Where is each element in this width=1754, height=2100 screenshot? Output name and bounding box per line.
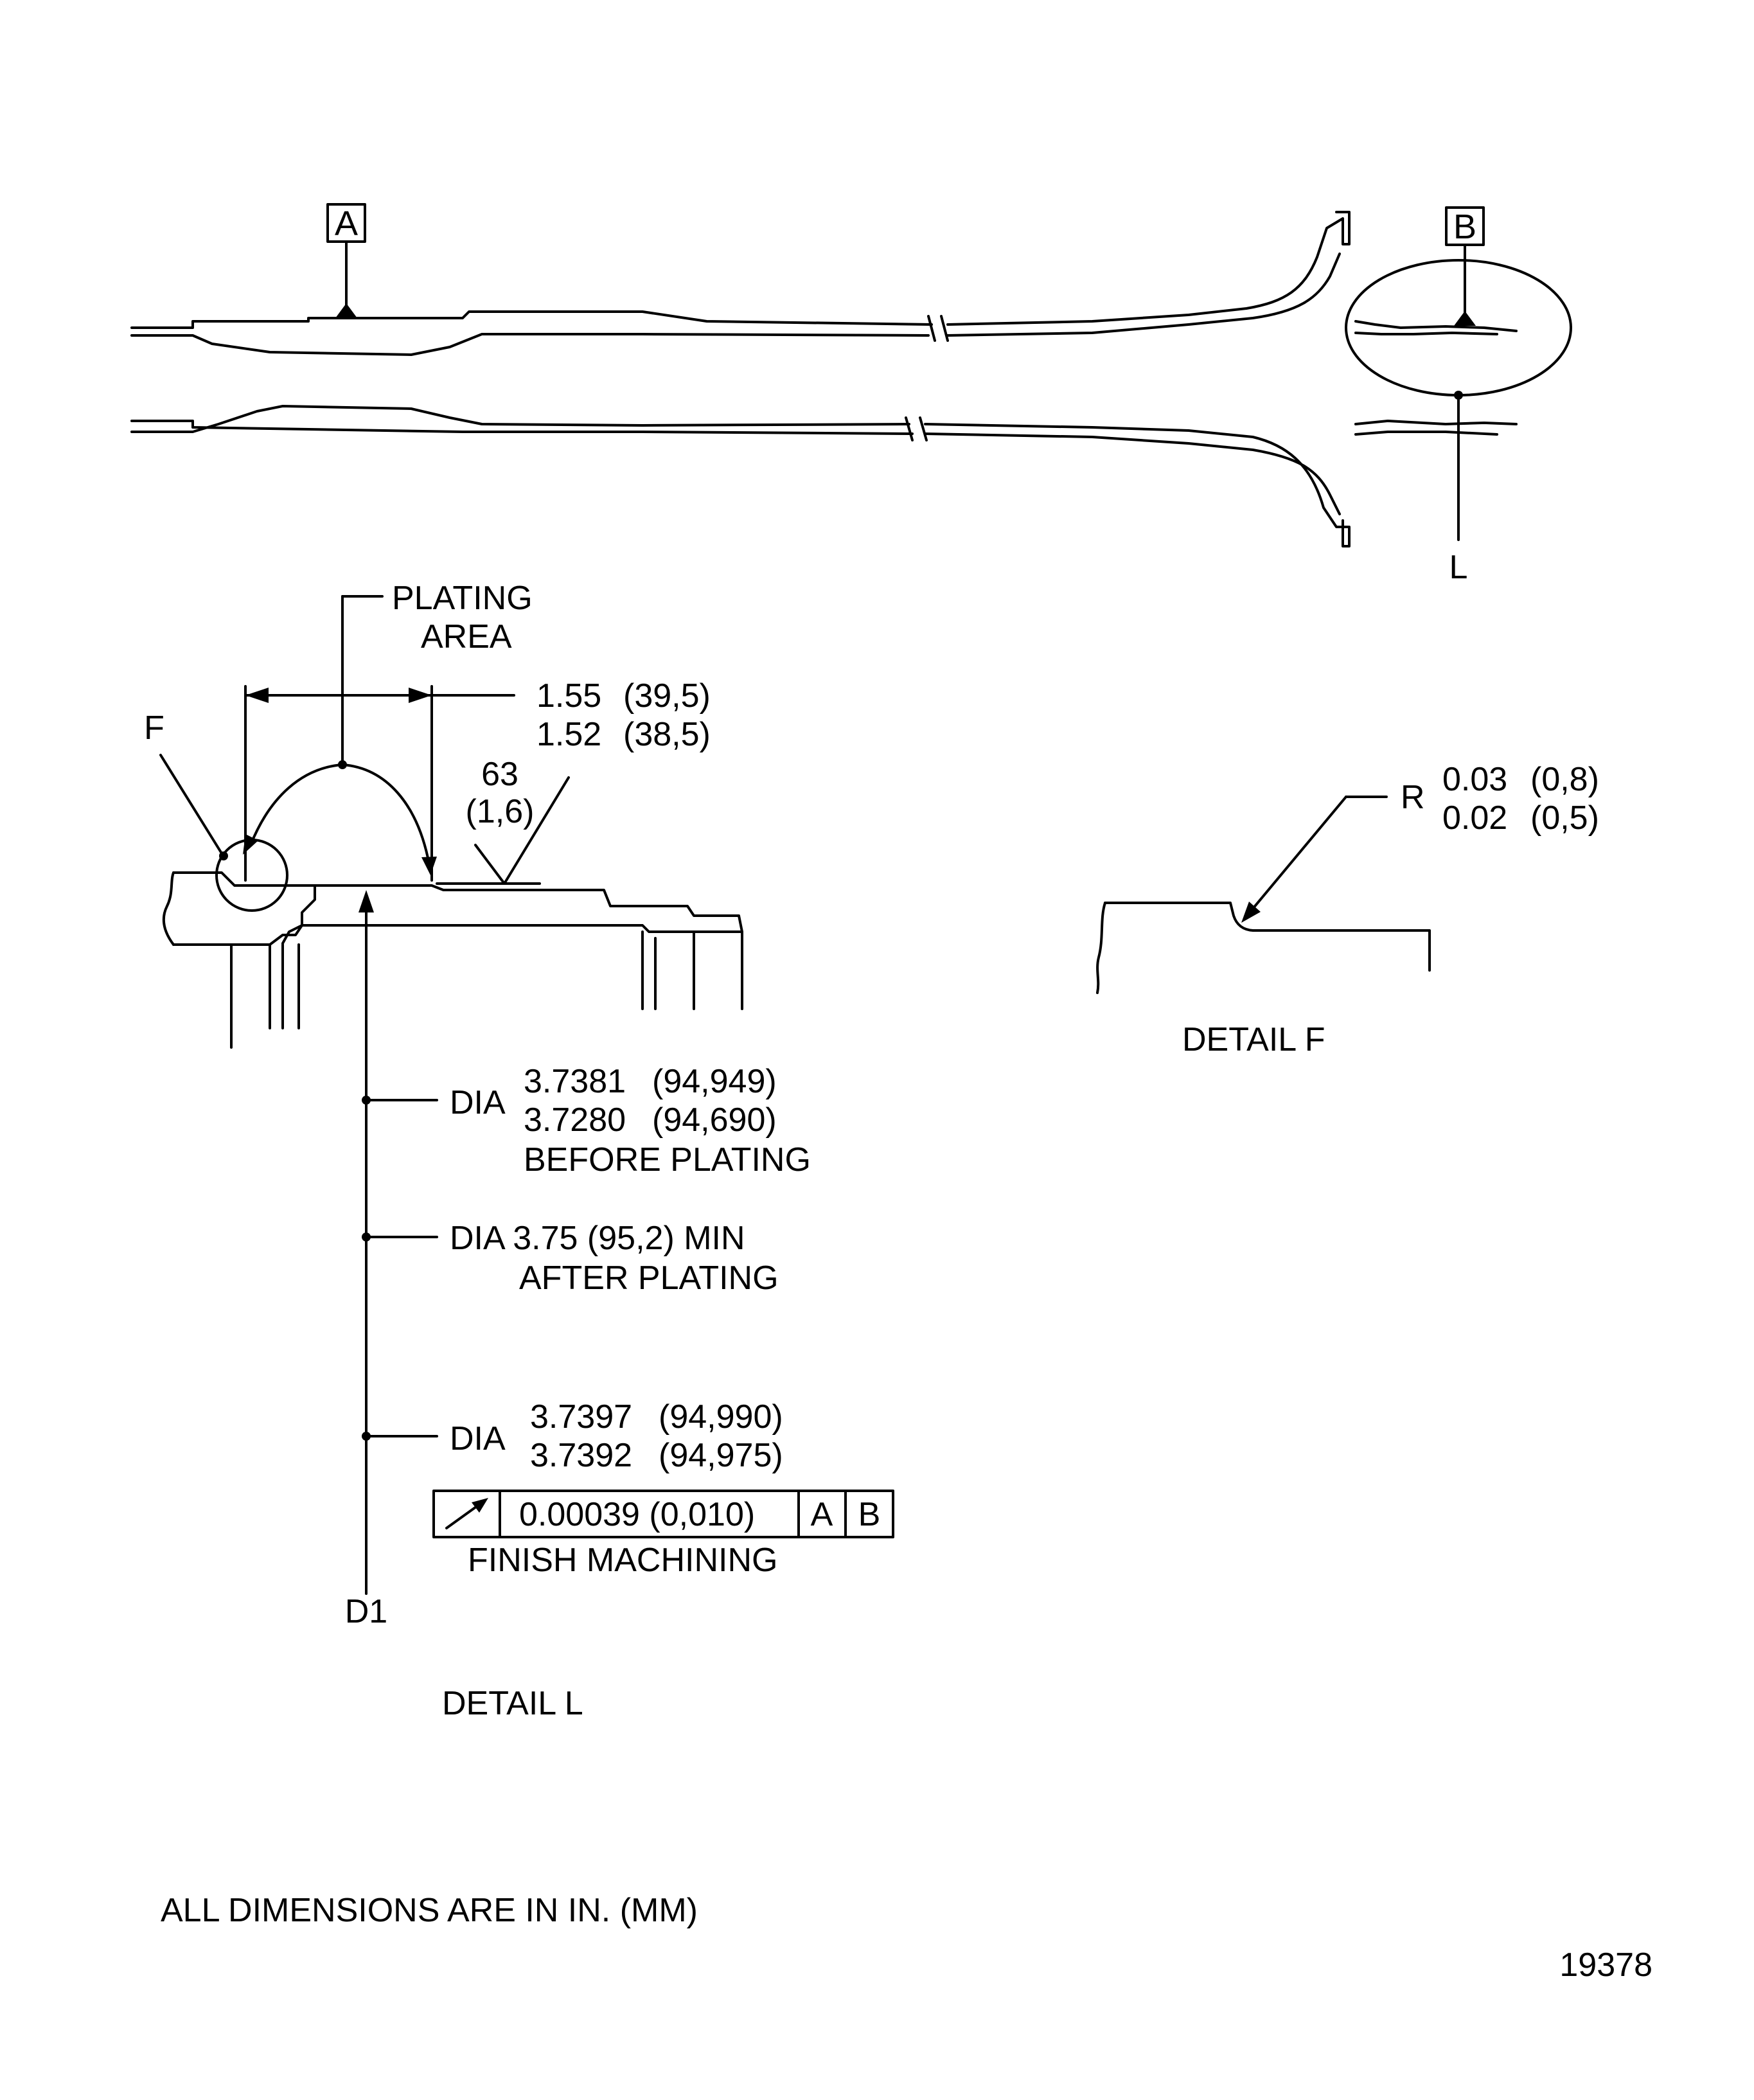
units-note: ALL DIMENSIONS ARE IN IN. (MM) <box>161 1892 698 1929</box>
dia-finish-max-mm: (94,990) <box>659 1398 783 1436</box>
plating-area-line1: PLATING <box>392 580 533 617</box>
plating-area-line2: AREA <box>421 618 512 655</box>
surface-finish: 63 (1,6) <box>436 756 570 885</box>
datum-a-triangle <box>335 303 357 318</box>
datum-b: B <box>1445 206 1485 326</box>
finish-machining-note: FINISH MACHINING <box>468 1542 777 1579</box>
dia-before-plating: DIA 3.7381 (94,949) 3.7280 (94,690) BEFO… <box>362 1063 811 1179</box>
dia-before-min-in: 3.7280 <box>524 1101 626 1139</box>
detail-f-callout: F <box>144 709 288 912</box>
dia-finish-machining: DIA 3.7397 (94,990) 3.7392 (94,975) <box>362 1398 783 1474</box>
d1-reference: D1 <box>345 890 387 1630</box>
runout-feature-control-frame: 0.00039 (0,010) A B FINISH MACHINING <box>432 1490 894 1579</box>
plating-area-callout: PLATING AREA <box>243 580 533 875</box>
dia-after-plating: DIA 3.75 (95,2) MIN AFTER PLATING <box>362 1220 779 1297</box>
length-min-mm: (38,5) <box>623 716 711 753</box>
dia-before-note: BEFORE PLATING <box>524 1141 811 1179</box>
dia-after-note: AFTER PLATING <box>519 1259 779 1297</box>
detail-l-title: DETAIL L <box>442 1685 583 1722</box>
radius-min-in: 0.02 <box>1442 799 1507 837</box>
length-max-in: 1.55 <box>536 677 601 715</box>
dia-finish-min-mm: (94,975) <box>659 1437 783 1474</box>
runout-datum-a: A <box>811 1496 833 1533</box>
d1-label: D1 <box>345 1593 387 1630</box>
length-min-in: 1.52 <box>536 716 601 753</box>
length-max-mm: (39,5) <box>623 677 711 715</box>
surface-finish-mm: (1,6) <box>466 793 535 830</box>
shaft-lower-profile <box>130 405 1518 547</box>
dia-finish-max-in: 3.7397 <box>530 1398 632 1436</box>
datum-a: A <box>326 203 366 318</box>
dia-finish-min-in: 3.7392 <box>530 1437 632 1474</box>
dia-finish-prefix: DIA <box>450 1420 506 1457</box>
dia-after-line: DIA 3.75 (95,2) MIN <box>450 1220 745 1257</box>
runout-tolerance: 0.00039 (0,010) <box>519 1496 755 1533</box>
radius-min-mm: (0,5) <box>1530 799 1599 837</box>
detail-f-ref: F <box>144 709 164 747</box>
detail-l-callout: L <box>1345 259 1572 586</box>
surface-finish-in: 63 <box>481 756 518 793</box>
length-dimension: 1.55 (39,5) 1.52 (38,5) <box>244 677 711 882</box>
detail-l-section <box>162 871 743 1049</box>
shaft-upper-profile <box>130 211 1518 356</box>
detail-f-title: DETAIL F <box>1182 1021 1325 1058</box>
radius-max-in: 0.03 <box>1442 761 1507 798</box>
datum-a-label: A <box>335 204 358 243</box>
dia-before-min-mm: (94,690) <box>652 1101 777 1139</box>
runout-arrow-icon <box>445 1498 488 1529</box>
radius-max-mm: (0,8) <box>1530 761 1599 798</box>
figure-number: 19378 <box>1559 1946 1652 1984</box>
dia-before-max-mm: (94,949) <box>652 1063 777 1100</box>
runout-datum-b: B <box>858 1496 881 1533</box>
dia-before-max-in: 3.7381 <box>524 1063 626 1100</box>
detail-f-view: R 0.03 (0,8) 0.02 (0,5) DETAIL F <box>1096 761 1599 1058</box>
datum-b-triangle <box>1454 311 1476 326</box>
dia-before-prefix: DIA <box>450 1084 506 1121</box>
datum-b-label: B <box>1453 208 1476 246</box>
detail-l-ref: L <box>1449 549 1468 586</box>
radius-prefix: R <box>1401 779 1425 816</box>
